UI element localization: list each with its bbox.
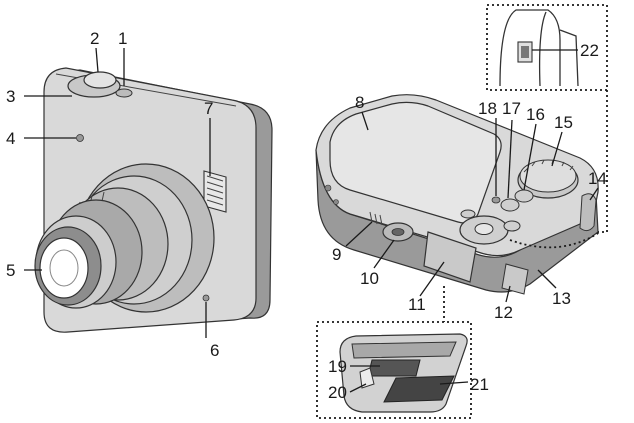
playback-button: [514, 189, 534, 203]
terminal-cover: [501, 263, 529, 295]
callout-18: 18: [478, 99, 497, 118]
front-camera-illustration: [34, 67, 273, 333]
callout-1: 1: [118, 29, 127, 48]
callout-16: 16: [526, 105, 545, 124]
callout-10: 10: [360, 269, 379, 288]
back-camera-illustration: [315, 94, 599, 295]
card-slot: [383, 375, 455, 403]
indicator-lamp: [491, 196, 501, 204]
mode-dial: [517, 159, 579, 199]
callout-20: 20: [328, 383, 347, 402]
front-dot: [202, 294, 210, 302]
callout-2: 2: [90, 29, 99, 48]
power-button: [115, 88, 133, 98]
inset-battery-card: [316, 286, 472, 419]
callout-6: 6: [210, 341, 219, 360]
battery-slot: [367, 359, 421, 377]
callout-12: 12: [494, 303, 513, 322]
release-lever: [359, 367, 375, 389]
callout-19: 19: [328, 357, 347, 376]
tripod-socket: [382, 222, 414, 242]
callout-9: 9: [332, 245, 341, 264]
callout-22: 22: [580, 41, 599, 60]
callout-15: 15: [554, 113, 573, 132]
callout-4: 4: [6, 129, 15, 148]
lens-glass: [39, 237, 89, 299]
callout-labels: 1 2 3 4 5 6 7 8 9 10 11 12 13 14 15 16 1…: [6, 29, 607, 402]
callout-13: 13: [552, 289, 571, 308]
display-button: [500, 198, 520, 212]
inset-terminal: [486, 4, 608, 249]
speaker-grille: [369, 211, 383, 226]
shutter-button: [83, 71, 117, 89]
callout-11: 11: [408, 295, 426, 314]
callout-17: 17: [502, 99, 521, 118]
lens-barrel: [34, 163, 215, 313]
menu-button: [503, 220, 521, 232]
callout-14: 14: [588, 169, 607, 188]
battery-card-door: [423, 231, 477, 283]
flash-window: [203, 170, 227, 213]
callout-3: 3: [6, 87, 15, 106]
callout-7: 7: [204, 99, 213, 118]
control-wheel: [459, 215, 509, 245]
af-assist-lamp: [76, 134, 84, 142]
lcd-monitor: [329, 101, 502, 224]
callout-8: 8: [355, 93, 364, 112]
strap-eyelet: [579, 193, 597, 232]
leader-lines: [24, 47, 599, 393]
callout-5: 5: [6, 261, 15, 280]
delete-button: [460, 209, 476, 219]
callout-21: 21: [470, 375, 489, 394]
